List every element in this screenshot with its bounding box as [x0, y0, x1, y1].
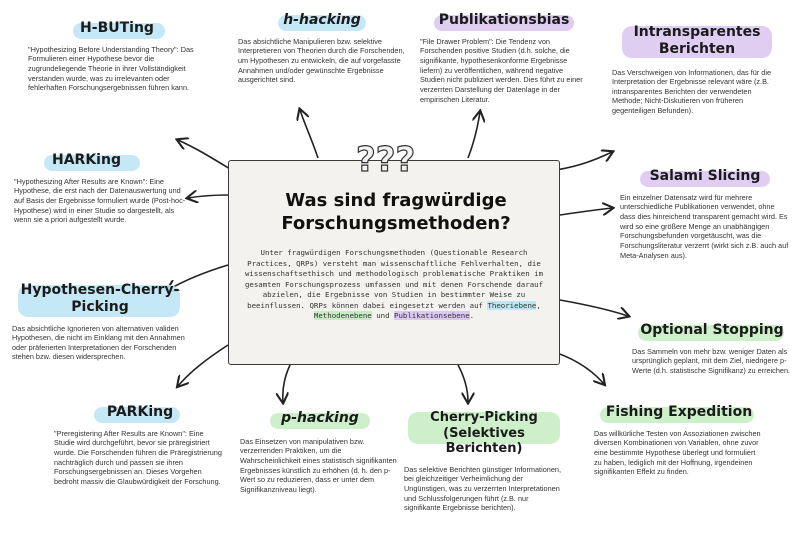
- center-text-body: Unter fragwürdigen Forschungsmethoden (Q…: [244, 248, 544, 310]
- arrow-salami: [559, 208, 612, 216]
- question-marks: ???: [355, 139, 416, 180]
- node-title: Cherry-Picking (Selektives Berichten): [430, 410, 538, 457]
- node-desc: Das Verschweigen von Informationen, das …: [612, 67, 771, 116]
- node-desc: Ein einzelner Datensatz wird für mehrere…: [620, 192, 789, 260]
- node-optional: Optional Stopping Das Sammeln von mehr b…: [632, 322, 792, 376]
- arrow-cherrysel: [457, 364, 468, 402]
- node-title: Optional Stopping: [640, 322, 784, 338]
- tag-sep-1: ,: [536, 300, 541, 310]
- tag-publication: Publikationsebene: [394, 311, 470, 321]
- node-hhacking: h-hacking Das absichtliche Manipulieren …: [238, 12, 406, 85]
- node-title: Publikationsbias: [438, 12, 570, 28]
- node-hbuting: H-BUTing "Hypothesizing Before Understan…: [28, 20, 206, 93]
- node-salami: Salami Slicing Ein einzelner Datensatz w…: [620, 168, 790, 260]
- node-title: Salami Slicing: [649, 168, 761, 184]
- node-cherrysel: Cherry-Picking (Selektives Berichten) Da…: [404, 410, 564, 513]
- tag-theory: Theoriebene: [487, 300, 537, 310]
- node-desc: Das willkürliche Testen von Assoziatione…: [594, 428, 761, 477]
- node-harking: HARKing "Hypothesizing After Results are…: [14, 152, 190, 225]
- node-title: p-hacking: [281, 410, 359, 426]
- node-desc: "Hypothesizing Before Understanding Theo…: [28, 44, 194, 93]
- node-desc: "Preregistering After Results are Known"…: [54, 428, 222, 486]
- node-intransparent: Intransparentes Berichten Das Verschweig…: [612, 24, 782, 116]
- node-title: Intransparentes Berichten: [633, 24, 761, 57]
- node-desc: Das absichtliche Ignorieren von alternat…: [12, 323, 185, 362]
- node-title: HARKing: [52, 152, 121, 168]
- arrow-hhacking: [300, 110, 319, 159]
- arrow-harking: [188, 195, 229, 198]
- tag-sep-2: und: [371, 311, 394, 321]
- node-cherryhyp: Hypothesen-Cherry-Picking Das absichtlic…: [12, 282, 188, 362]
- node-desc: Das selektive Berichten günstiger Inform…: [404, 464, 561, 513]
- node-desc: Das absichtliche Manipulieren bzw. selek…: [238, 36, 405, 85]
- tag-end: .: [469, 311, 475, 321]
- node-parking: PARKing "Preregistering After Results ar…: [54, 404, 226, 487]
- tag-method: Methodenebene: [313, 311, 372, 321]
- arrow-optional: [559, 299, 628, 316]
- center-box: [228, 160, 560, 365]
- node-fishing: Fishing Expedition Das willkürliche Test…: [594, 404, 764, 477]
- node-phacking: p-hacking Das Einsetzen von manipulative…: [240, 410, 400, 495]
- node-desc: "Hypothesizing After Results are Known":…: [14, 176, 186, 225]
- node-desc: "File Drawer Problem": Die Tendenz von F…: [420, 36, 583, 104]
- arrow-pubbias: [467, 112, 480, 159]
- arrow-parking: [178, 344, 229, 386]
- arrow-intransparent: [555, 152, 612, 171]
- node-title: Hypothesen-Cherry-Picking: [20, 282, 180, 315]
- node-desc: Das Einsetzen von manipulativen bzw. ver…: [240, 436, 397, 494]
- center-text: Unter fragwürdigen Forschungsmethoden (Q…: [238, 248, 550, 322]
- node-title: h-hacking: [283, 12, 361, 28]
- node-desc: Das Sammeln von mehr bzw. weniger Daten …: [632, 346, 791, 376]
- node-pubbias: Publikationsbias "File Drawer Problem": …: [420, 12, 588, 104]
- node-title: Fishing Expedition: [605, 404, 753, 420]
- center-title: Was sind fragwürdige Forschungsmethoden?: [281, 190, 511, 234]
- arrow-phacking: [283, 364, 291, 402]
- node-title: PARKing: [106, 404, 174, 420]
- node-title: H-BUTing: [80, 20, 154, 36]
